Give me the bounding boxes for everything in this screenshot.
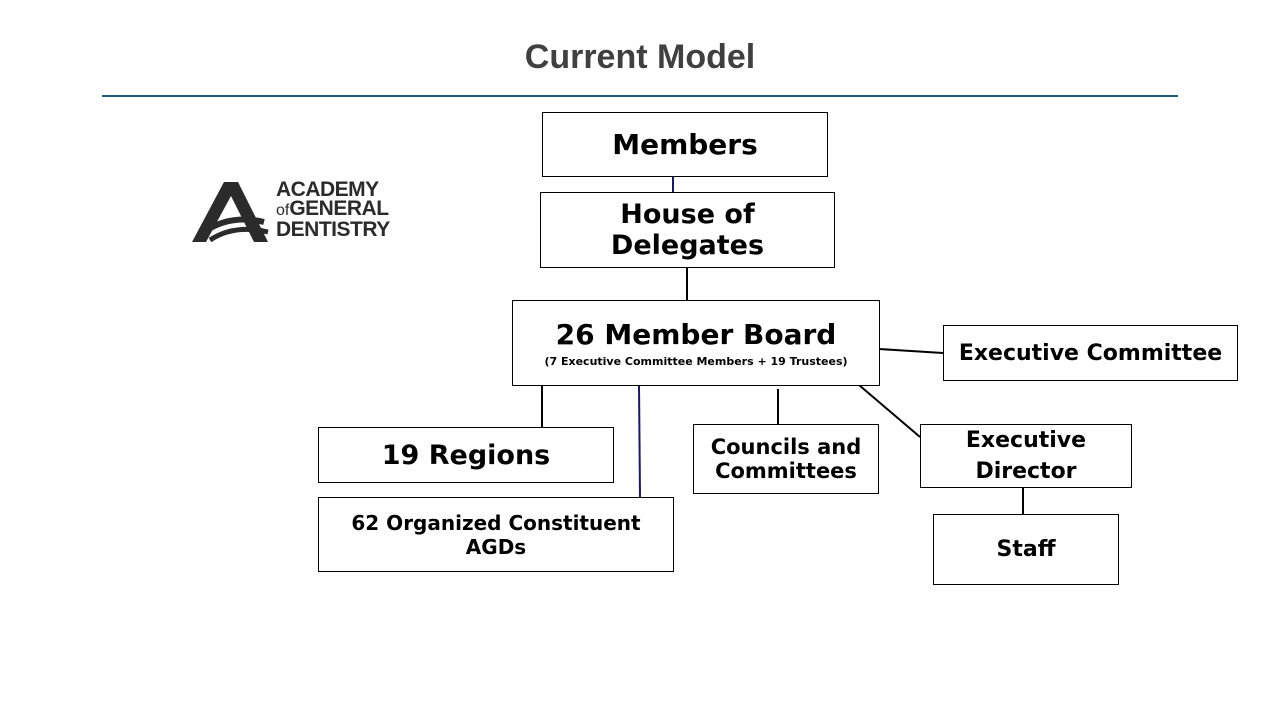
executive-director-box: Executive Director [920, 424, 1132, 488]
member-board-box: 26 Member Board (7 Executive Committee M… [512, 300, 880, 386]
house-of-delegates-box: House of Delegates [540, 192, 835, 268]
executive-director-label-line-2: Director [975, 459, 1077, 484]
executive-director-label-line-1: Executive [965, 428, 1087, 453]
agd-logo: ACADEMY ofGENERAL DENTISTRY [190, 178, 410, 244]
logo-line-2: ofGENERAL [276, 197, 390, 220]
member-board-label: 26 Member Board [555, 318, 837, 351]
members-box: Members [542, 112, 828, 177]
title-divider [102, 95, 1178, 97]
staff-label: Staff [996, 537, 1056, 562]
councils-label-line-2: Committees [715, 459, 857, 483]
connector-board-exec-committee [878, 348, 944, 354]
regions-label: 19 Regions [381, 439, 551, 471]
member-board-sublabel: (7 Executive Committee Members + 19 Trus… [544, 355, 848, 368]
connector-board-constituents [638, 384, 641, 498]
agd-logo-mark-icon [192, 182, 269, 243]
connector-board-exec-director [858, 384, 921, 438]
regions-box: 19 Regions [318, 427, 614, 483]
executive-committee-label: Executive Committee [958, 340, 1223, 366]
constituents-box: 62 Organized Constituent AGDs [318, 497, 674, 572]
executive-committee-box: Executive Committee [943, 325, 1238, 381]
logo-line-2-text: GENERAL [289, 197, 389, 220]
logo-line-1: ACADEMY [276, 178, 379, 201]
members-label: Members [612, 128, 758, 161]
logo-line-2-prefix: of [276, 202, 290, 219]
constituents-label: 62 Organized Constituent AGDs [351, 510, 641, 559]
councils-label-line-1: Councils and [710, 435, 862, 459]
agd-logo-wordmark: ACADEMY ofGENERAL DENTISTRY [276, 178, 390, 241]
house-of-delegates-label: House of Delegates [610, 199, 765, 261]
slide-title: Current Model [524, 38, 756, 76]
logo-line-3: DENTISTRY [276, 218, 390, 241]
staff-box: Staff [933, 514, 1119, 585]
councils-committees-box: Councils and Committees [693, 424, 879, 494]
